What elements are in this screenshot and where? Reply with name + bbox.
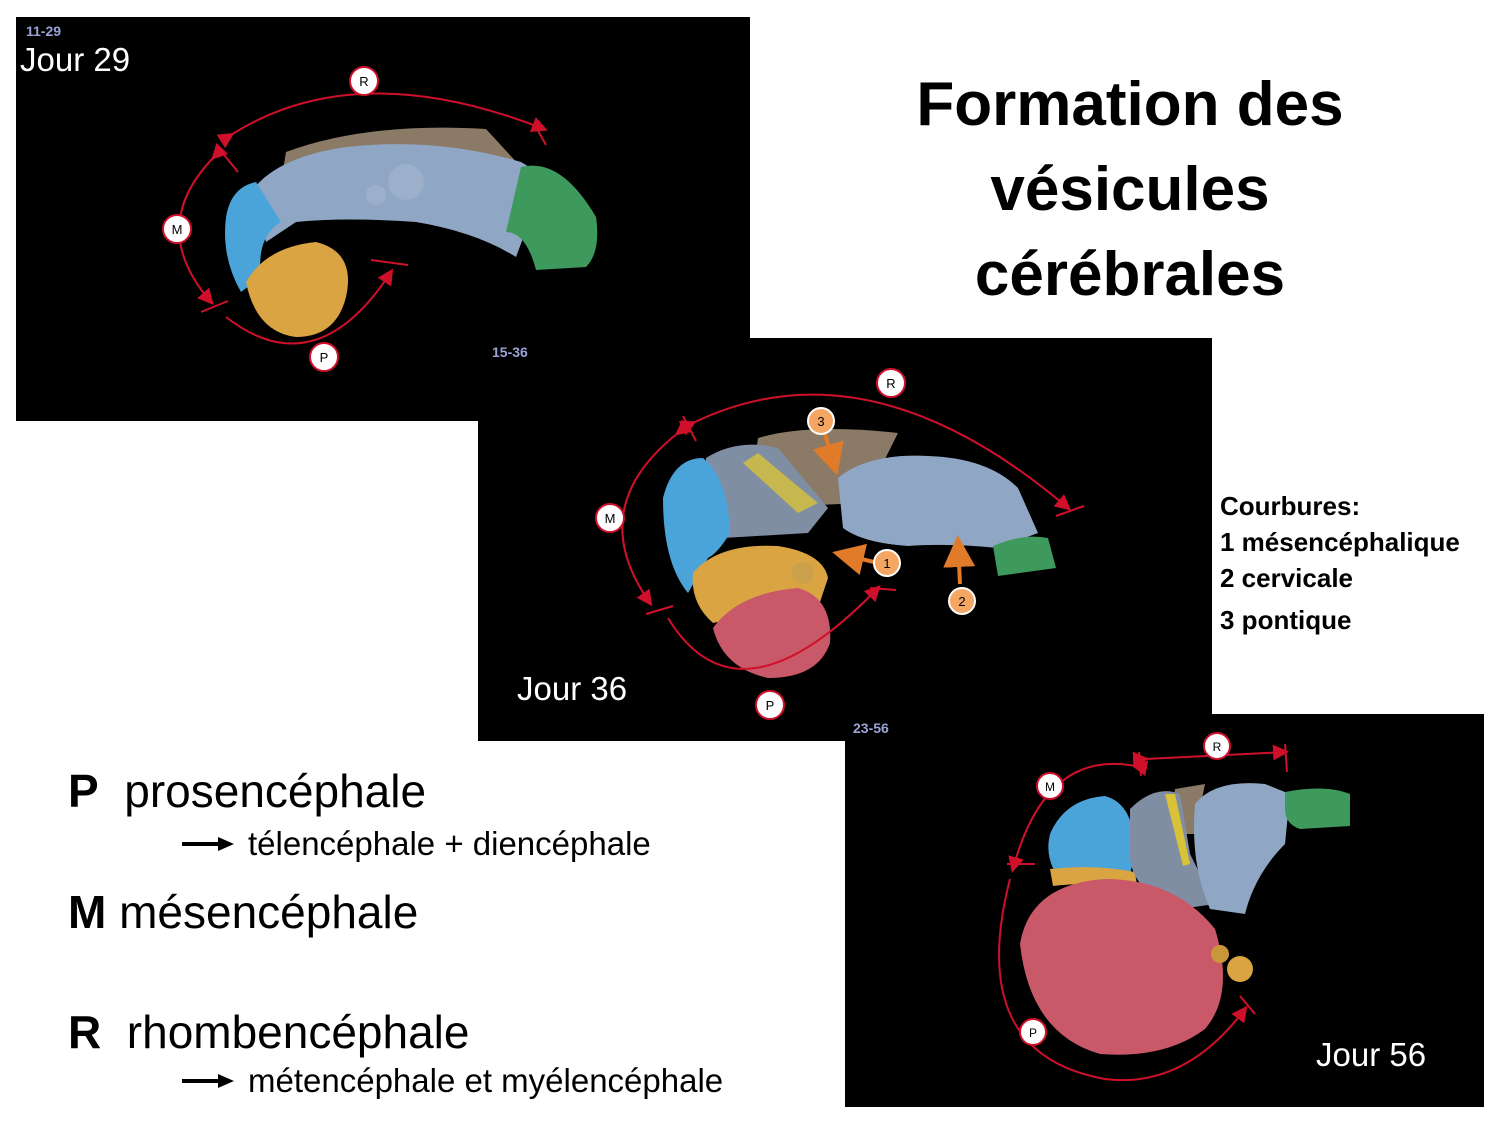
legend-p: P prosencéphale xyxy=(68,764,426,818)
svg-text:M: M xyxy=(172,222,183,237)
marker-p: P xyxy=(1019,1018,1047,1046)
bracket-p xyxy=(998,878,1248,1082)
svg-text:R: R xyxy=(1213,740,1222,754)
marker-m: M xyxy=(595,503,625,533)
flexure-item: 3 pontique xyxy=(1220,605,1352,635)
spinal-cord-region xyxy=(1285,788,1350,829)
panel-day-29: R M P 11-29 Jour 29 xyxy=(16,17,750,421)
mesencephalon-region xyxy=(1048,796,1135,874)
brain-diagram-day-36: 3 1 2 R M P xyxy=(595,368,1085,720)
svg-text:P: P xyxy=(766,698,775,713)
svg-text:3: 3 xyxy=(817,414,824,429)
svg-text:P: P xyxy=(320,350,329,365)
svg-text:2: 2 xyxy=(958,594,965,609)
marker-m: M xyxy=(162,214,192,244)
panel-day-56: R M P 23-56 Jour 56 xyxy=(845,714,1484,1107)
flexure-item: 2 cervicale xyxy=(1220,563,1354,593)
marker-m: M xyxy=(1036,772,1064,800)
panel-ref-label: 23-56 xyxy=(853,720,889,736)
legend-letter-p: P xyxy=(68,765,99,817)
title-line-2: vésicules xyxy=(990,155,1270,224)
rhombencephalon-region xyxy=(251,144,546,257)
marker-r: R xyxy=(349,66,379,96)
flexures-legend: Courbures: 1 mésencéphalique 2 cervicale… xyxy=(1220,488,1460,638)
bracket-r xyxy=(216,92,548,149)
title-line-1: Formation des xyxy=(916,70,1344,139)
legend-name-r: rhombencéphale xyxy=(126,1006,470,1058)
right-arrow-icon xyxy=(182,1074,234,1088)
striped-region xyxy=(1165,794,1190,866)
legend-sub-r: métencéphale et myélencéphale xyxy=(248,1062,724,1099)
prosencephalon-region xyxy=(246,242,348,337)
legend-r: R rhombencéphale xyxy=(68,1005,469,1059)
flexure-marker-1: 1 xyxy=(873,549,901,577)
panel-ref-label: 11-29 xyxy=(26,23,62,39)
legend-p-sub: télencéphale + diencéphale xyxy=(182,825,651,863)
legend-letter-r: R xyxy=(68,1006,102,1058)
page-title: Formation des vésicules cérébrales xyxy=(830,62,1430,317)
rhombencephalon-grey-region xyxy=(1130,791,1215,909)
flexures-heading: Courbures: xyxy=(1220,491,1361,521)
bracket-p xyxy=(225,268,394,345)
legend-name-p: prosencéphale xyxy=(124,765,427,817)
bracket-p xyxy=(667,585,881,670)
brain-diagram-day-29: R M P xyxy=(162,66,598,372)
legend-name-m: mésencéphale xyxy=(119,886,419,938)
marker-p: P xyxy=(309,342,339,372)
svg-text:M: M xyxy=(1045,780,1055,794)
bracket-r xyxy=(678,393,1072,511)
legend-r-sub: métencéphale et myélencéphale xyxy=(182,1062,723,1100)
flexure-arrow-3 xyxy=(812,433,844,476)
svg-text:R: R xyxy=(886,376,895,391)
panel-day-label: Jour 56 xyxy=(1316,1036,1427,1073)
svg-text:1: 1 xyxy=(883,556,890,571)
rhombencephalon-region xyxy=(1194,783,1290,914)
legend-m: M mésencéphale xyxy=(68,885,418,939)
spinal-cord-region xyxy=(993,536,1056,576)
panel-day-label: Jour 36 xyxy=(517,670,628,707)
flexure-arrow-2 xyxy=(943,535,976,585)
legend-letter-m: M xyxy=(68,886,107,938)
flexure-item: 1 mésencéphalique xyxy=(1220,527,1460,557)
panel-day-36: 3 1 2 R M P 15-36 Jour 36 xyxy=(478,338,1212,741)
marker-r: R xyxy=(876,368,906,398)
panel-ref-label: 15-36 xyxy=(492,344,528,360)
rhombencephalon-region xyxy=(838,455,1038,548)
svg-text:R: R xyxy=(359,74,368,89)
marker-r: R xyxy=(1203,732,1231,760)
telencephalon-region xyxy=(1020,879,1223,1055)
right-arrow-icon xyxy=(182,837,234,851)
panel-day-label: Jour 29 xyxy=(20,41,131,78)
svg-text:M: M xyxy=(605,511,616,526)
spinal-cord-region xyxy=(506,165,598,270)
marker-p: P xyxy=(755,690,785,720)
telencephalon-region xyxy=(713,588,831,678)
mesencephalon-region xyxy=(225,182,281,292)
brain-diagram-day-56: R M P xyxy=(998,732,1350,1082)
flexure-marker-3: 3 xyxy=(807,407,835,435)
legend-sub-p: télencéphale + diencéphale xyxy=(248,825,651,862)
flexure-marker-2: 2 xyxy=(948,587,976,615)
flexure-arrow-1 xyxy=(832,543,875,576)
svg-text:P: P xyxy=(1029,1026,1037,1040)
title-line-3: cérébrales xyxy=(974,240,1286,309)
